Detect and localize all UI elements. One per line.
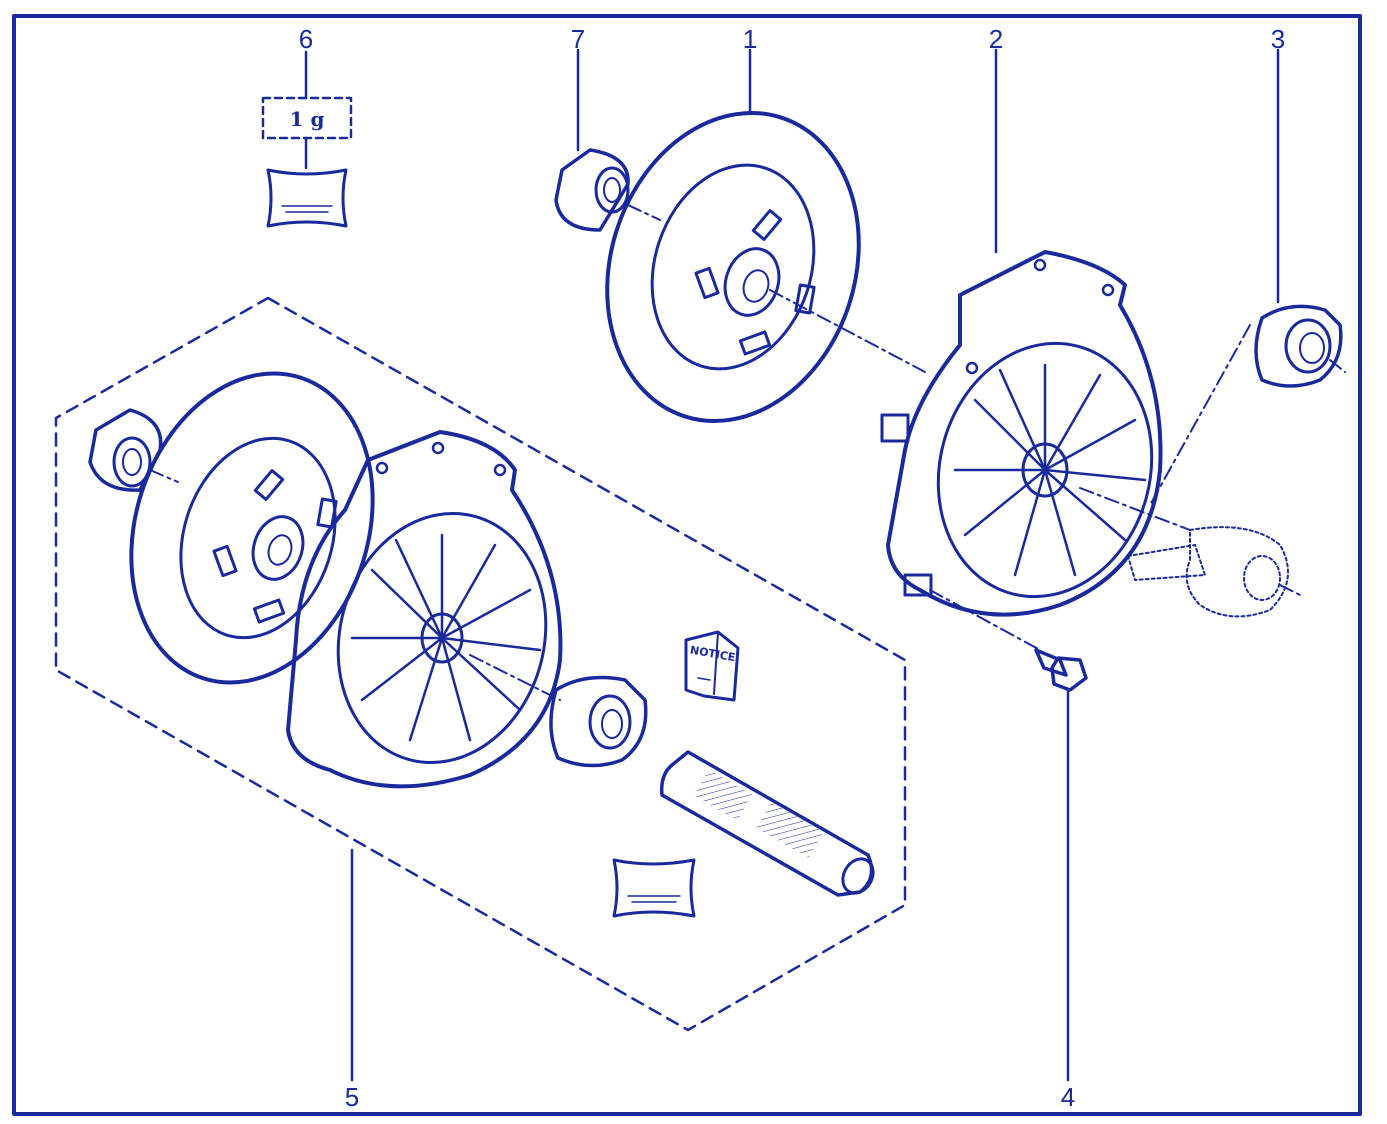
callout-4: 4 xyxy=(1061,1082,1075,1112)
clutch-kit-group: NOTICE xyxy=(54,296,907,1082)
bolt-part xyxy=(929,589,1088,1082)
callout-1: 1 xyxy=(743,24,757,54)
callout-5: 5 xyxy=(345,1082,359,1112)
release-bearing-part xyxy=(1149,48,1346,506)
notice-label: NOTICE xyxy=(689,643,736,664)
callout-2: 2 xyxy=(989,24,1003,54)
pressure-plate-part xyxy=(880,48,1191,617)
grease-quantity-label: 1 g xyxy=(290,107,325,131)
notice-booklet: NOTICE xyxy=(684,630,740,702)
callout-labels: 6 7 1 2 3 5 4 xyxy=(299,24,1285,1112)
release-fork-ghost xyxy=(1127,526,1301,618)
kit-boundary xyxy=(54,296,907,1032)
kit-grease-packet xyxy=(612,858,696,918)
callout-3: 3 xyxy=(1271,24,1285,54)
diagram-frame xyxy=(12,14,1362,1116)
callout-6: 6 xyxy=(299,24,313,54)
grease-packet-part: 1 g xyxy=(261,50,353,228)
callout-7: 7 xyxy=(571,24,585,54)
pilot-bearing-part xyxy=(554,48,661,232)
clutch-disc-part xyxy=(605,48,926,424)
